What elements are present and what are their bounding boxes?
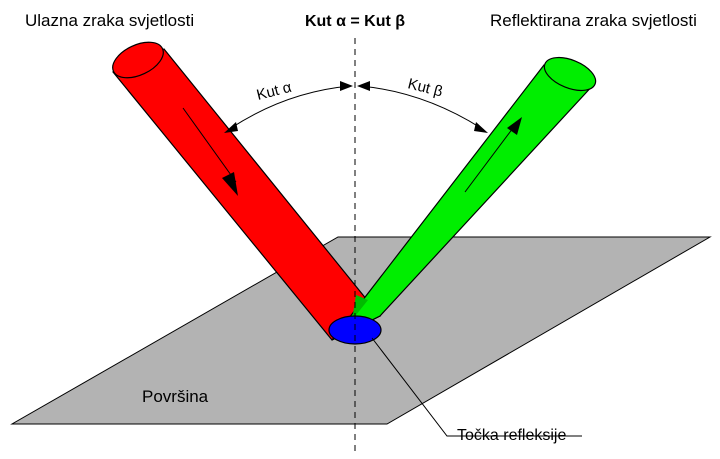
reflected-arrowhead — [507, 117, 522, 135]
title-equation: Kut α = Kut β — [305, 13, 405, 30]
incoming-direction-arrow — [182, 107, 237, 183]
reflection-point-leader — [371, 337, 582, 437]
angle-arc-alpha — [227, 85, 351, 131]
arc-arrowhead-alpha-end — [224, 122, 238, 133]
ray-overlap — [352, 295, 368, 320]
reflection-point-label: Točka refleksije — [457, 427, 566, 444]
arc-arrowhead-alpha-top — [340, 81, 353, 91]
reflected-ray-top — [543, 56, 597, 92]
angle-beta-label: Kut β — [406, 75, 445, 100]
surface-label: Površina — [142, 387, 209, 406]
reflected-direction-arrow — [464, 127, 514, 193]
reflected-ray-label: Reflektirana zraka svjetlosti — [490, 11, 697, 30]
angle-arc-beta — [359, 85, 485, 131]
incoming-ray-label: Ulazna zraka svjetlosti — [25, 11, 194, 30]
incoming-ray-top — [112, 41, 164, 79]
incoming-arrowhead — [222, 172, 238, 196]
arc-arrowhead-beta-end — [474, 122, 488, 133]
arc-arrowhead-beta-top — [357, 81, 370, 91]
